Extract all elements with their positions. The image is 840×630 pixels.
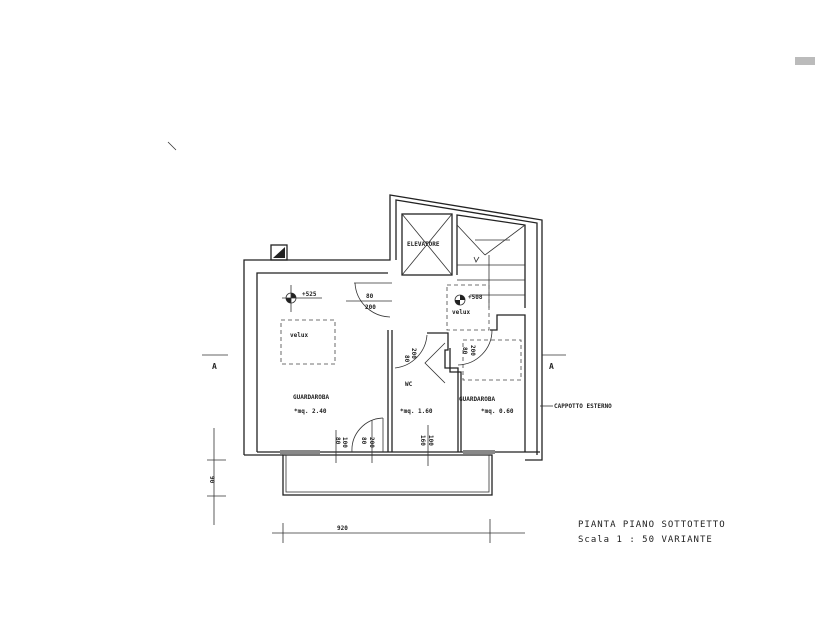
cappotto-label: CAPPOTTO ESTERNO <box>554 403 612 410</box>
svg-text:80: 80 <box>360 437 367 445</box>
svg-text:velux: velux <box>452 309 470 316</box>
scan-mark <box>795 57 815 65</box>
dashed-outline <box>462 339 522 381</box>
dimension-horizontal: 920 <box>272 519 525 543</box>
svg-text:100: 100 <box>341 437 348 448</box>
plan-title: PIANTA PIANO SOTTOTETTO <box>578 520 726 530</box>
svg-text:80: 80 <box>461 347 468 355</box>
room-guardaroba-small: GUARDAROBA *mq. 0.60 <box>459 396 514 415</box>
svg-text:*mq. 0.60: *mq. 0.60 <box>481 408 514 415</box>
scan-mark <box>167 141 177 151</box>
svg-text:200: 200 <box>368 437 375 448</box>
svg-text:200: 200 <box>469 345 476 356</box>
svg-text:80: 80 <box>403 355 410 363</box>
svg-text:200: 200 <box>410 348 417 359</box>
door-bottom: 80 200 <box>351 417 384 463</box>
svg-text:*mq. 2.40: *mq. 2.40 <box>294 408 327 415</box>
elevator: ELEVATORE <box>401 213 453 276</box>
velux-left: velux <box>280 319 336 365</box>
svg-text:+508: +508 <box>468 294 483 301</box>
door-top: 80 200 <box>346 282 392 318</box>
section-marker-left: A <box>212 362 217 371</box>
velux-right: velux <box>446 284 490 331</box>
svg-text:160: 160 <box>419 435 426 446</box>
svg-text:200: 200 <box>365 304 376 311</box>
svg-text:GUARDAROBA: GUARDAROBA <box>293 394 330 401</box>
chimney <box>270 244 288 261</box>
svg-text:100: 100 <box>427 435 434 446</box>
svg-text:+525: +525 <box>302 291 317 298</box>
svg-text:GUARDAROBA: GUARDAROBA <box>459 396 496 403</box>
door-wc: 80 200 <box>394 334 446 384</box>
window-left: 80 100 <box>280 430 348 463</box>
level-marker-left: +525 <box>282 285 322 312</box>
door-small: 80 200 <box>457 329 493 366</box>
elevator-label: ELEVATORE <box>407 241 440 248</box>
interior-walls <box>257 330 540 453</box>
room-wc: WC *mq. 1.60 <box>400 381 433 415</box>
svg-text:90: 90 <box>208 476 215 484</box>
svg-text:*mq. 1.60: *mq. 1.60 <box>400 408 433 415</box>
svg-text:WC: WC <box>405 381 413 388</box>
balcony <box>282 454 493 496</box>
section-marker-right: A <box>549 362 554 371</box>
window-wc: 160 100 <box>419 425 495 466</box>
plan-scale: Scala 1 : 50 VARIANTE <box>578 535 713 545</box>
exterior-walls <box>243 194 543 461</box>
svg-text:920: 920 <box>337 525 348 532</box>
svg-text:80: 80 <box>366 293 374 300</box>
room-guardaroba-large: GUARDAROBA *mq. 2.40 <box>293 394 330 415</box>
svg-text:80: 80 <box>334 437 341 445</box>
staircase <box>456 214 526 452</box>
svg-text:velux: velux <box>290 332 308 339</box>
dimension-vertical: 90 <box>207 428 226 525</box>
level-marker-right: +508 <box>454 294 483 306</box>
